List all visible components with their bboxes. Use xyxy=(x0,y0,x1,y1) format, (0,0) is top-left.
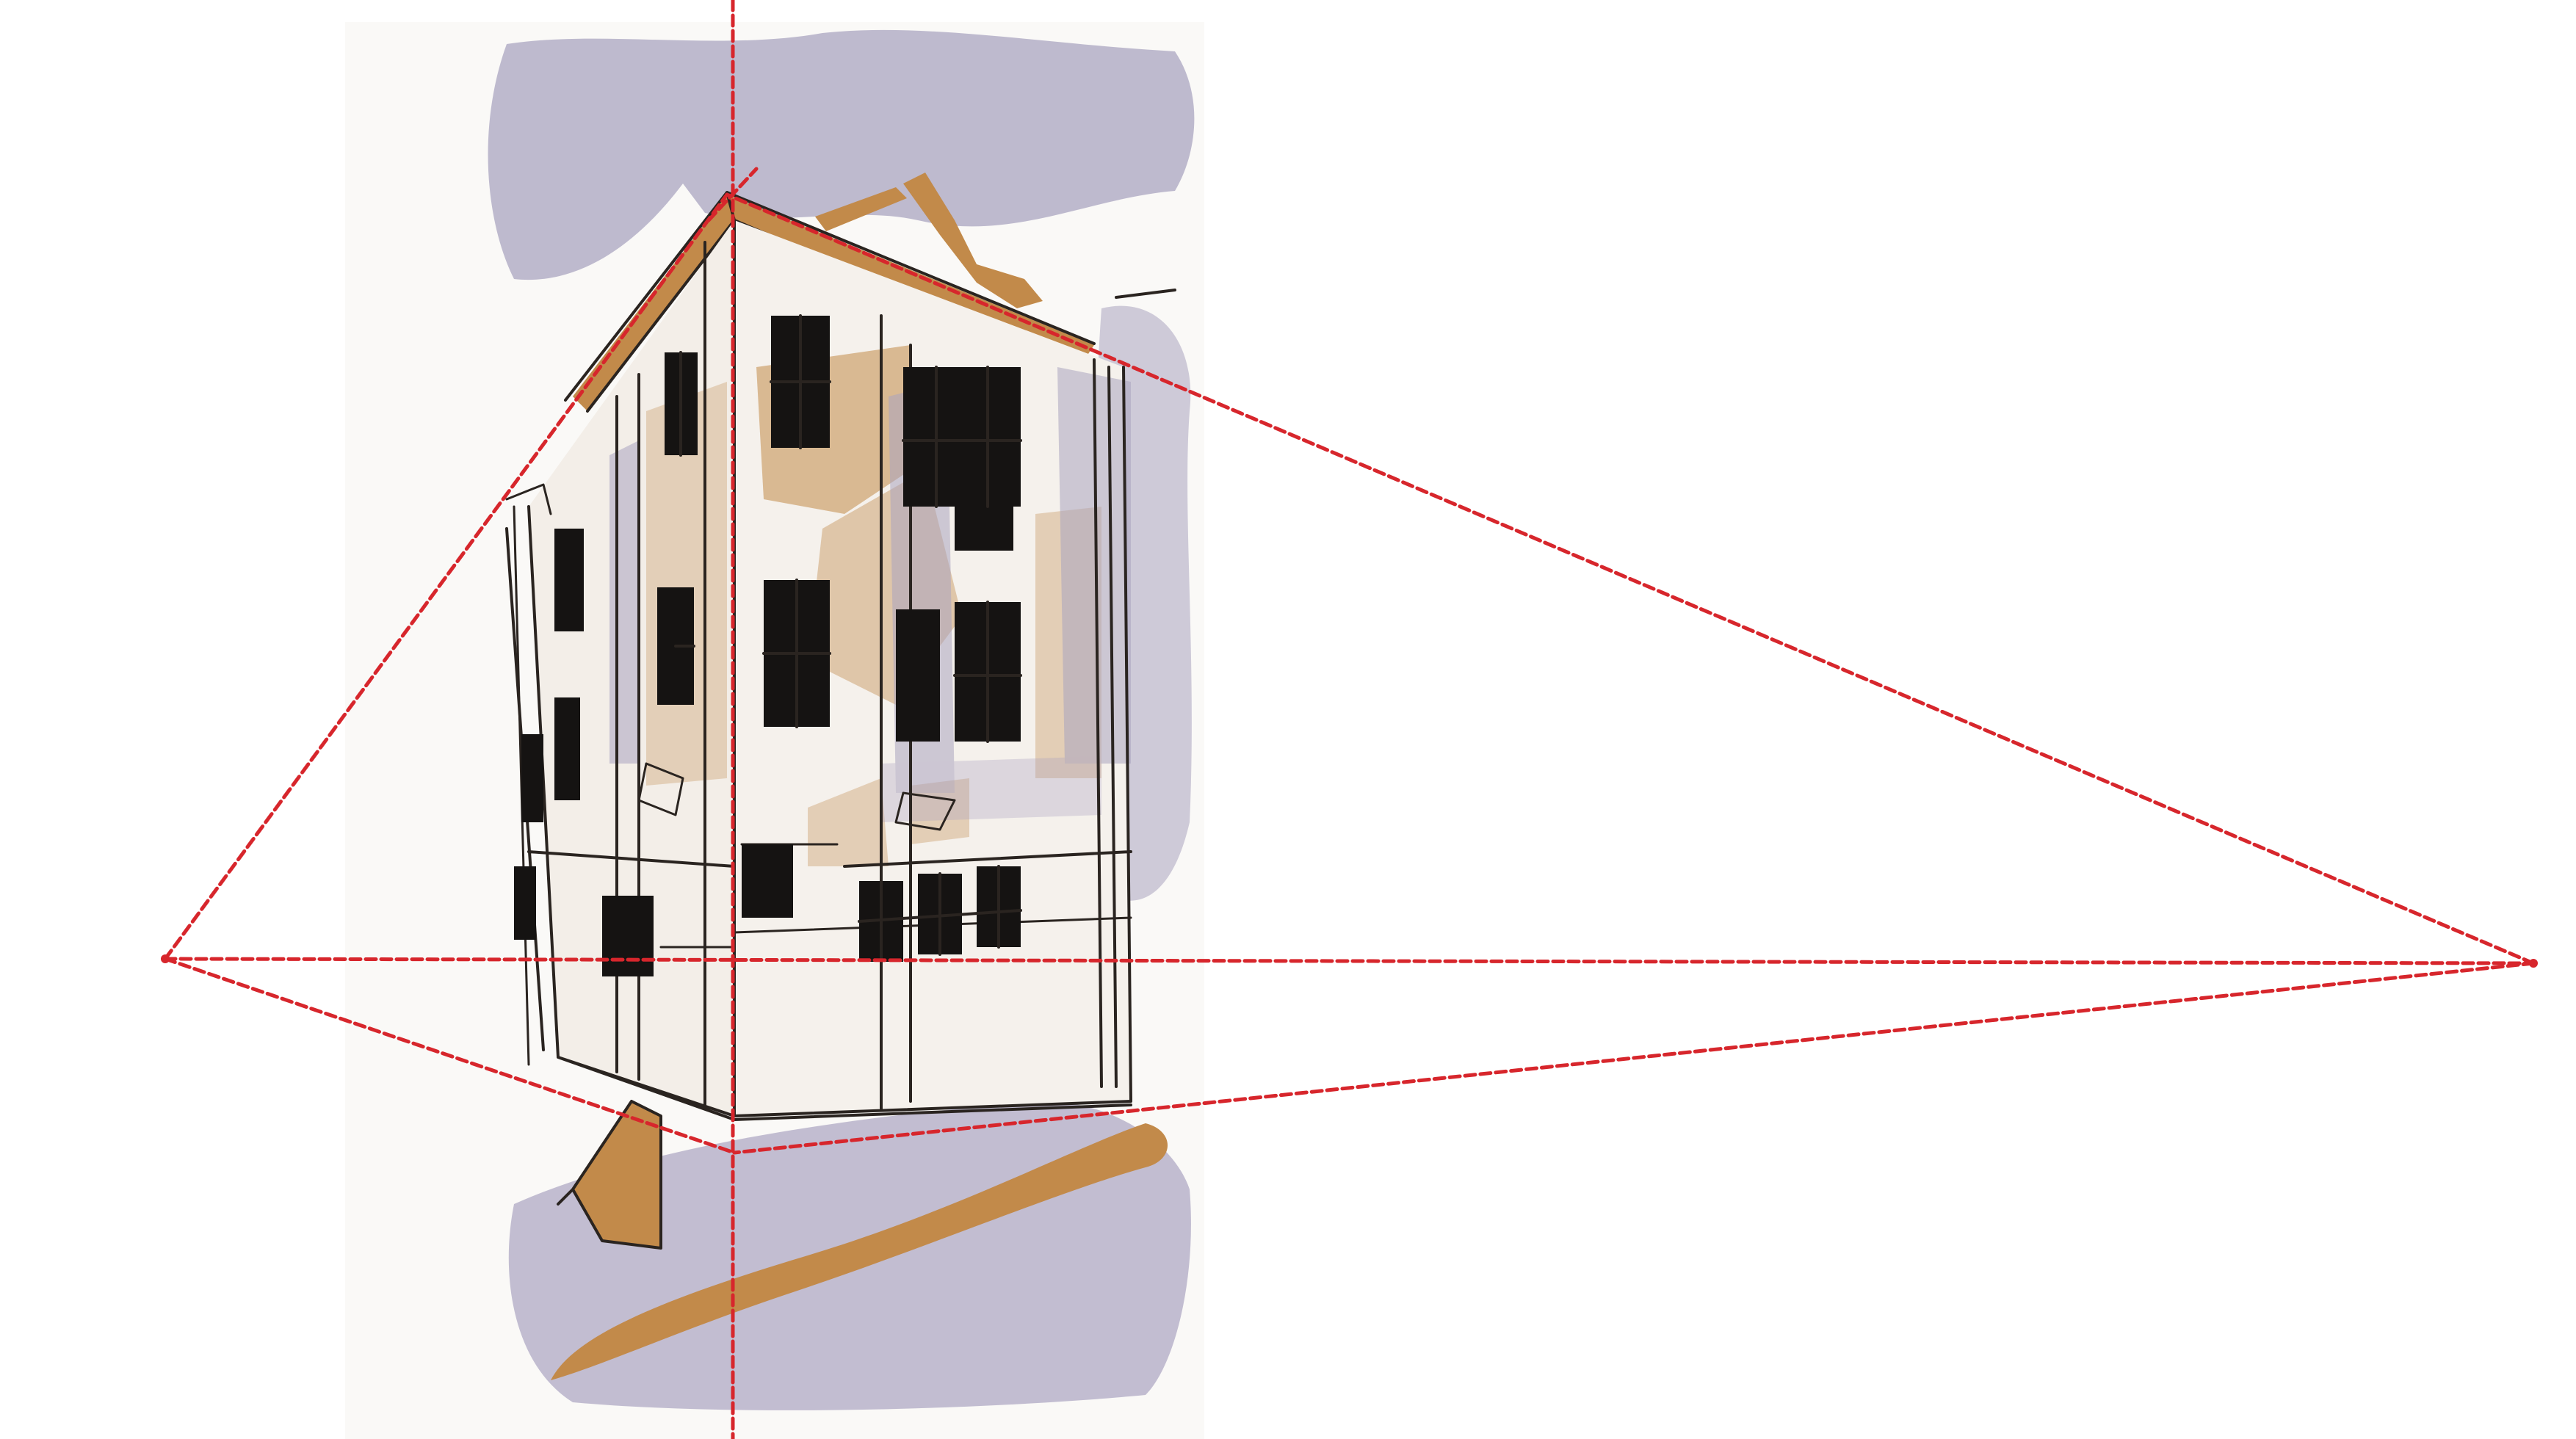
left-lower-guide xyxy=(163,957,737,1155)
right-vanishing-point xyxy=(2529,959,2538,968)
left-vanishing-point xyxy=(161,954,170,963)
roof xyxy=(573,195,1094,411)
right-lower-guide xyxy=(732,961,2536,1155)
curb-stroke xyxy=(551,1123,1168,1380)
sky-wash xyxy=(488,29,1195,280)
building-sketch xyxy=(505,173,1176,1250)
hanging-sign xyxy=(637,762,956,831)
right-upper-guide xyxy=(725,192,2536,965)
roof-ridge-tiles xyxy=(815,173,1043,308)
sandwich-board-sign xyxy=(573,1101,661,1248)
roof-detail xyxy=(1115,289,1176,299)
horizon-line xyxy=(163,957,2536,965)
window-mullions xyxy=(674,314,1022,963)
left-upper-guide xyxy=(163,192,729,961)
perspective-guides xyxy=(161,0,2538,1439)
apex-tick xyxy=(706,167,759,222)
